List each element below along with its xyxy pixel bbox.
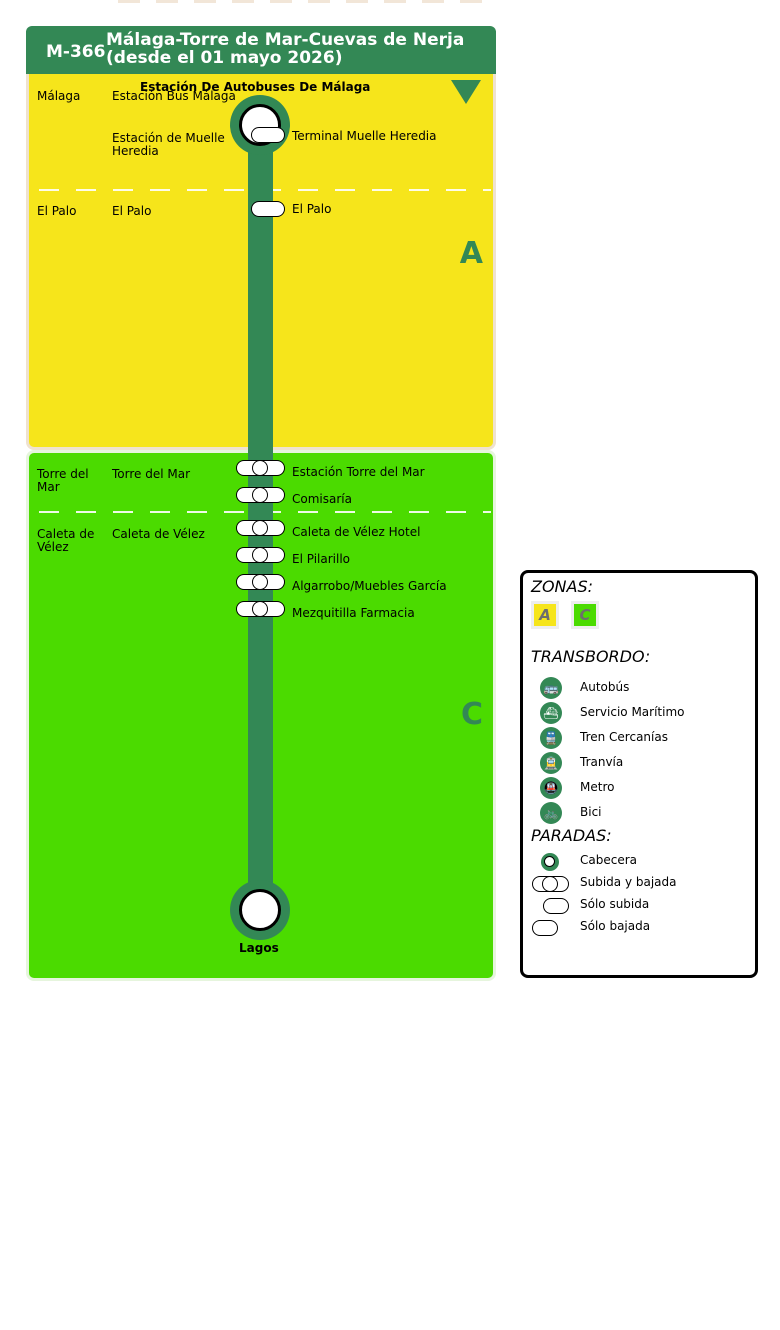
metro-icon: 🚇	[540, 777, 562, 799]
zone-letter: C	[460, 697, 483, 732]
stop-name: El Palo	[292, 202, 332, 216]
train-icon: 🚆	[540, 727, 562, 749]
stop-name: Comisaría	[292, 492, 352, 506]
legend-transfer-label: Tren Cercanías	[580, 730, 668, 744]
locality-label: Torre del Mar	[112, 467, 191, 481]
legend-stop-marker-both	[532, 875, 569, 892]
legend-transfer-label: Autobús	[580, 680, 630, 694]
legend-stop-label: Sólo subida	[580, 897, 650, 911]
zone-letter: A	[459, 236, 483, 271]
municipality-label: Torre del Mar	[37, 467, 89, 494]
route-title: Málaga-Torre de Mar-Cuevas de Nerja (des…	[106, 31, 464, 67]
stop-name: Caleta de Vélez Hotel	[292, 525, 421, 539]
stop-marker-both	[236, 519, 285, 536]
stop-marker-both	[236, 486, 285, 503]
locality-label: Caleta de Vélez	[112, 527, 205, 541]
stop-marker-both	[236, 573, 285, 590]
locality-label: Estación Bus Málaga	[112, 89, 236, 103]
legend-zones-heading: ZONAS:	[531, 577, 594, 596]
stop-marker-both	[236, 600, 285, 617]
route-title-date: (desde el 01 mayo 2026)	[106, 48, 343, 68]
line-code: M-366	[46, 42, 106, 62]
locality-label: Estación de Muelle Heredia	[112, 131, 225, 158]
municipality-label: El Palo	[37, 204, 77, 218]
stop-marker-alighting	[251, 201, 285, 217]
bus-icon: 🚌	[540, 677, 562, 699]
bike-icon: 🚲	[540, 802, 562, 824]
ferry-icon: ⛴	[540, 702, 562, 724]
direction-arrow-icon	[451, 80, 481, 104]
tram-icon: 🚊	[540, 752, 562, 774]
route-line	[248, 125, 273, 910]
stop-name: Algarrobo/Muebles García	[292, 579, 447, 593]
legend-stop-marker-alighting	[532, 920, 558, 936]
legend-transfer-label: Tranvía	[580, 755, 624, 769]
legend-stop-label: Subida y bajada	[580, 875, 677, 889]
stop-marker-both	[236, 459, 285, 476]
legend-transfer-label: Bici	[580, 805, 602, 819]
legend-stop-marker-terminus	[541, 853, 559, 871]
stop-marker-alighting	[251, 127, 285, 143]
destination-terminus-marker	[230, 880, 290, 940]
stop-name: Mezquitilla Farmacia	[292, 606, 415, 620]
legend-stop-marker-boarding	[543, 898, 569, 914]
stop-name: El Pilarillo	[292, 552, 351, 566]
municipality-label: Caleta de Vélez	[37, 527, 95, 554]
legend-transfer-label: Servicio Marítimo	[580, 705, 685, 719]
legend-box: ZONAS: A C TRANSBORDO: 🚌 Autobús ⛴ Servi…	[520, 570, 758, 978]
locality-label: El Palo	[112, 204, 152, 218]
legend-zone-swatch-a: A	[531, 601, 559, 629]
legend-stop-label: Sólo bajada	[580, 919, 651, 933]
destination-terminus-label: Lagos	[239, 941, 279, 955]
stop-name: Terminal Muelle Heredia	[292, 129, 437, 143]
legend-transfer-heading: TRANSBORDO:	[531, 647, 651, 666]
municipality-label: Málaga	[37, 89, 81, 103]
legend-zone-swatch-c: C	[571, 601, 599, 629]
route-title-main: Málaga-Torre de Mar-Cuevas de Nerja	[106, 30, 465, 50]
legend-transfer-label: Metro	[580, 780, 615, 794]
legend-stops-heading: PARADAS:	[531, 826, 612, 845]
legend-stop-label: Cabecera	[580, 853, 637, 867]
top-dashed-border	[118, 0, 498, 4]
stop-name: Estación Torre del Mar	[292, 465, 425, 479]
origin-terminus-label: Estación De Autobuses De Málaga	[140, 80, 371, 94]
route-header: M-366 Málaga-Torre de Mar-Cuevas de Nerj…	[26, 26, 496, 74]
stop-marker-both	[236, 546, 285, 563]
origin-terminus-marker	[230, 95, 290, 155]
